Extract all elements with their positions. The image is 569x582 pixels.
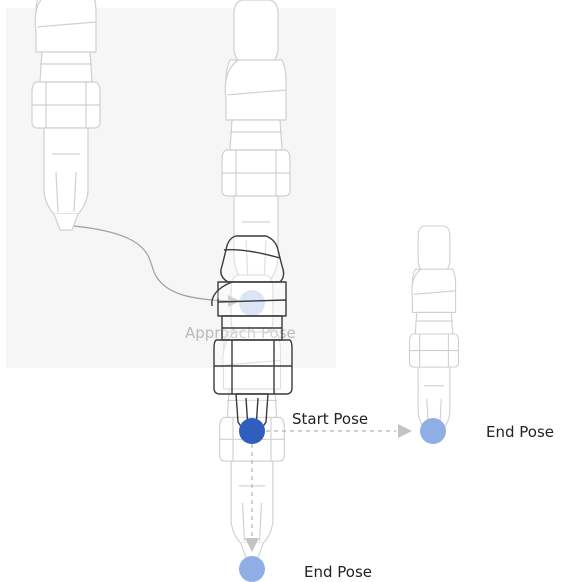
start-pose-label: Start Pose — [292, 410, 368, 428]
end-pose-bottom-point — [239, 556, 265, 582]
path-to-right-end-arrowhead — [398, 424, 412, 438]
robot-active — [212, 236, 292, 432]
robot-ghost-right-end — [410, 226, 459, 441]
end-pose-right-label: End Pose — [486, 423, 554, 441]
start-pose-point — [239, 418, 265, 444]
end-pose-right-point — [420, 418, 446, 444]
end-pose-bottom-label: End Pose — [304, 563, 372, 581]
